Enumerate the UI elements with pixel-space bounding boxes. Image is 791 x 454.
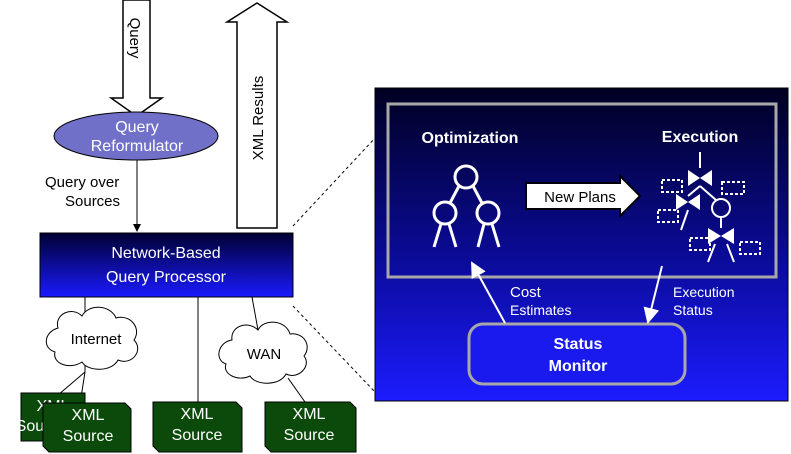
plan-tree-icon [432,164,501,248]
source-3-line2: Source [284,427,335,444]
optimizer-frame [386,102,778,279]
xml-results-label: XML Results [250,76,267,160]
status-monitor-line2: Monitor [549,358,608,375]
source-3-line1: XML [293,406,326,423]
query-reformulator: Query Reformulator [53,111,219,161]
wan-cloud: WAN [218,321,308,384]
reformulator-line1: Query [115,119,159,136]
cost-estimates-line1: Cost [510,284,542,301]
optimization-label: Optimization [422,130,519,147]
source-2-line1: XML [181,406,214,423]
query-over-sources-line1: Query over [45,174,119,191]
detail-panel: Optimization Execution New Plans [374,87,789,402]
status-monitor-box [467,322,687,386]
internet-cloud: Internet [45,306,139,370]
execution-status-arrow [643,265,663,324]
xml-source-3: XML Source [264,401,357,453]
processor-line1: Network-Based [111,245,220,262]
reformulator-line2: Reformulator [91,138,184,155]
query-over-sources-line2: Sources [65,193,120,210]
execution-plan-icon [657,152,761,263]
xml-results-arrow: XML Results [224,2,290,229]
wan-label: WAN [247,346,281,363]
xml-source-1: XML Source [42,402,132,453]
cost-estimates-line2: Estimates [510,302,571,318]
source-1-line2: Source [63,428,114,445]
internet-label: Internet [71,331,123,348]
new-plans-label: New Plans [544,189,616,206]
execution-status-line1: Execution [673,284,734,300]
status-monitor-line1: Status [554,336,603,353]
query-arrow-label: Query [126,18,143,59]
zoom-line-bottom [292,305,377,394]
new-plans-arrow: New Plans [525,173,642,219]
zoom-line-top [292,136,377,227]
source-1-line1: XML [72,407,105,424]
query-arrow: Query [108,0,165,117]
execution-status-line2: Status [673,302,713,318]
source-2-line2: Source [172,427,223,444]
execution-label: Execution [662,129,738,146]
processor-line2: Query Processor [106,269,227,286]
query-processor: Network-Based Query Processor [39,232,294,298]
cost-estimates-arrow [471,261,506,324]
xml-source-2: XML Source [152,401,243,453]
